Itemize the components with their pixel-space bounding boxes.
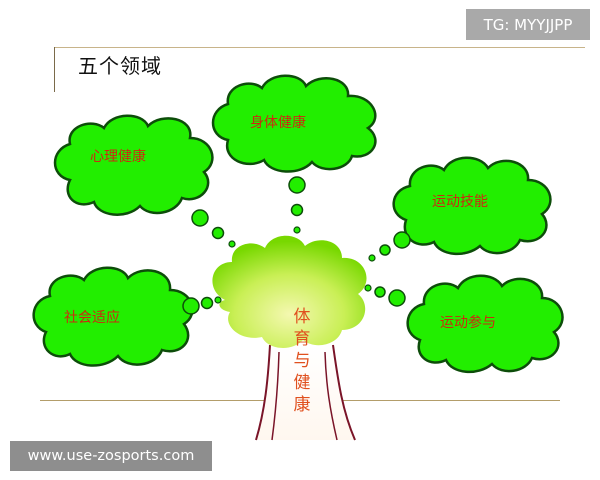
cloud-sports-participation [406,274,564,373]
watermark-tg: TG: MYYJJPP [466,9,590,40]
center-label-text: 体育与健康 [294,307,311,415]
connector-bubbles-right-upper [368,231,411,262]
connector-bubbles-right-lower [364,284,406,307]
frame-line-left [54,47,55,92]
connector-bubbles-left-upper [191,209,236,248]
label-mental-health: 心理健康 [90,148,146,165]
tree-trunk [255,344,356,441]
center-label: 体育与健康 [294,307,311,415]
cloud-motor-skills [392,156,552,255]
frame-line-top [55,47,585,48]
watermark-url: www.use-zosports.com [10,441,212,471]
label-motor-skills: 运动技能 [432,194,488,210]
label-social-adaptation: 社会适应 [64,309,120,326]
tree-crown [212,235,367,348]
label-body-health: 身体健康 [250,114,306,131]
cloud-body-health [211,74,377,173]
cloud-mental-health [53,114,214,216]
connector-bubbles-left-lower [182,296,222,315]
diagram-title: 五个领域 [78,54,162,78]
label-sports-participation: 运动参与 [440,314,496,331]
connector-bubbles-top [288,176,306,234]
